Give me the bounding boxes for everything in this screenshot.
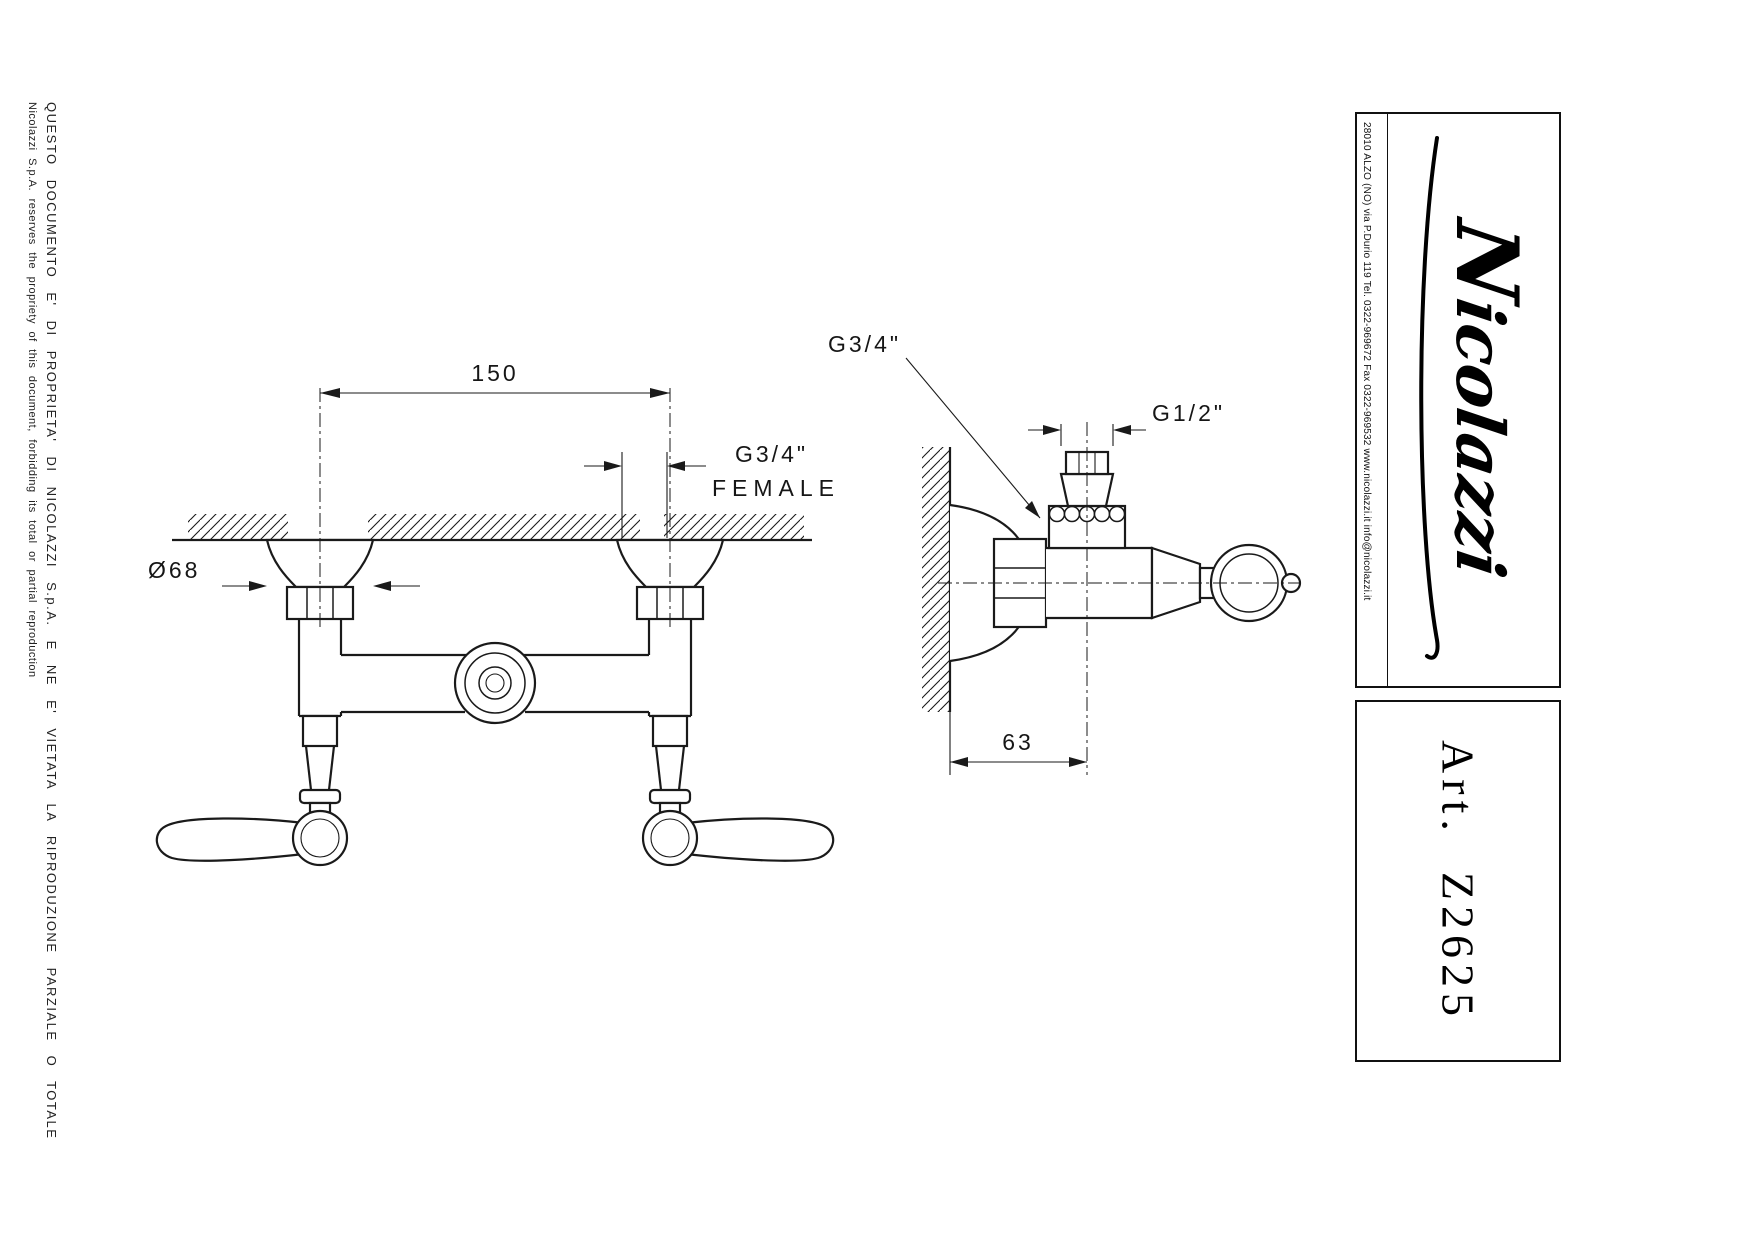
front-thread-label: G3/4" [735,441,808,467]
title-block-divider [1387,114,1388,686]
dimension-g12 [1028,424,1146,446]
central-boss [453,641,537,725]
title-block-company: 28010 ALZO (NO) via P.Durio 119 Tel. 032… [1355,112,1561,688]
side-thread-vert-label: G1/2" [1152,400,1225,426]
front-view: 150 G3/4" FEMALE Ø68 [148,360,840,867]
valve-bodies [297,619,693,718]
side-thread-top-label: G3/4" [828,331,901,357]
dim-diameter-label: Ø68 [148,557,200,583]
dim-150-label: 150 [471,360,518,386]
dimension-g34-female [584,452,706,538]
left-lever [155,817,306,862]
right-lever [684,817,835,862]
article-number: Art. Z2625 [1432,740,1484,1022]
dim-depth-label: 63 [1002,729,1034,755]
company-address: 28010 ALZO (NO) via P.Durio 119 Tel. 032… [1361,122,1372,601]
right-handle-assembly [641,714,835,867]
logo-flourish [1419,136,1440,660]
dimension-diameter-68 [222,581,420,591]
dimension-150 [320,388,670,398]
company-logo-text: Nicolazzi [1435,215,1537,583]
front-wall-hatch [188,514,804,540]
dimension-63 [950,757,1087,767]
logo-area: Nicolazzi [1387,114,1559,686]
title-block-article: Art. Z2625 [1355,700,1561,1062]
copyright-notice-english: Nicolazzi S.p.A. reserves the propriety … [26,102,38,678]
copyright-notice-italian: QUESTO DOCUMENTO E' DI PROPRIETA' DI NIC… [44,102,59,1140]
left-handle-assembly [155,714,349,867]
company-logo: Nicolazzi [1393,122,1553,678]
front-thread-sub-label: FEMALE [712,475,840,501]
leader-g34 [905,357,1041,519]
side-view: G3/4" G1/2" 63 [828,331,1302,775]
side-wall-hatch [922,447,950,712]
